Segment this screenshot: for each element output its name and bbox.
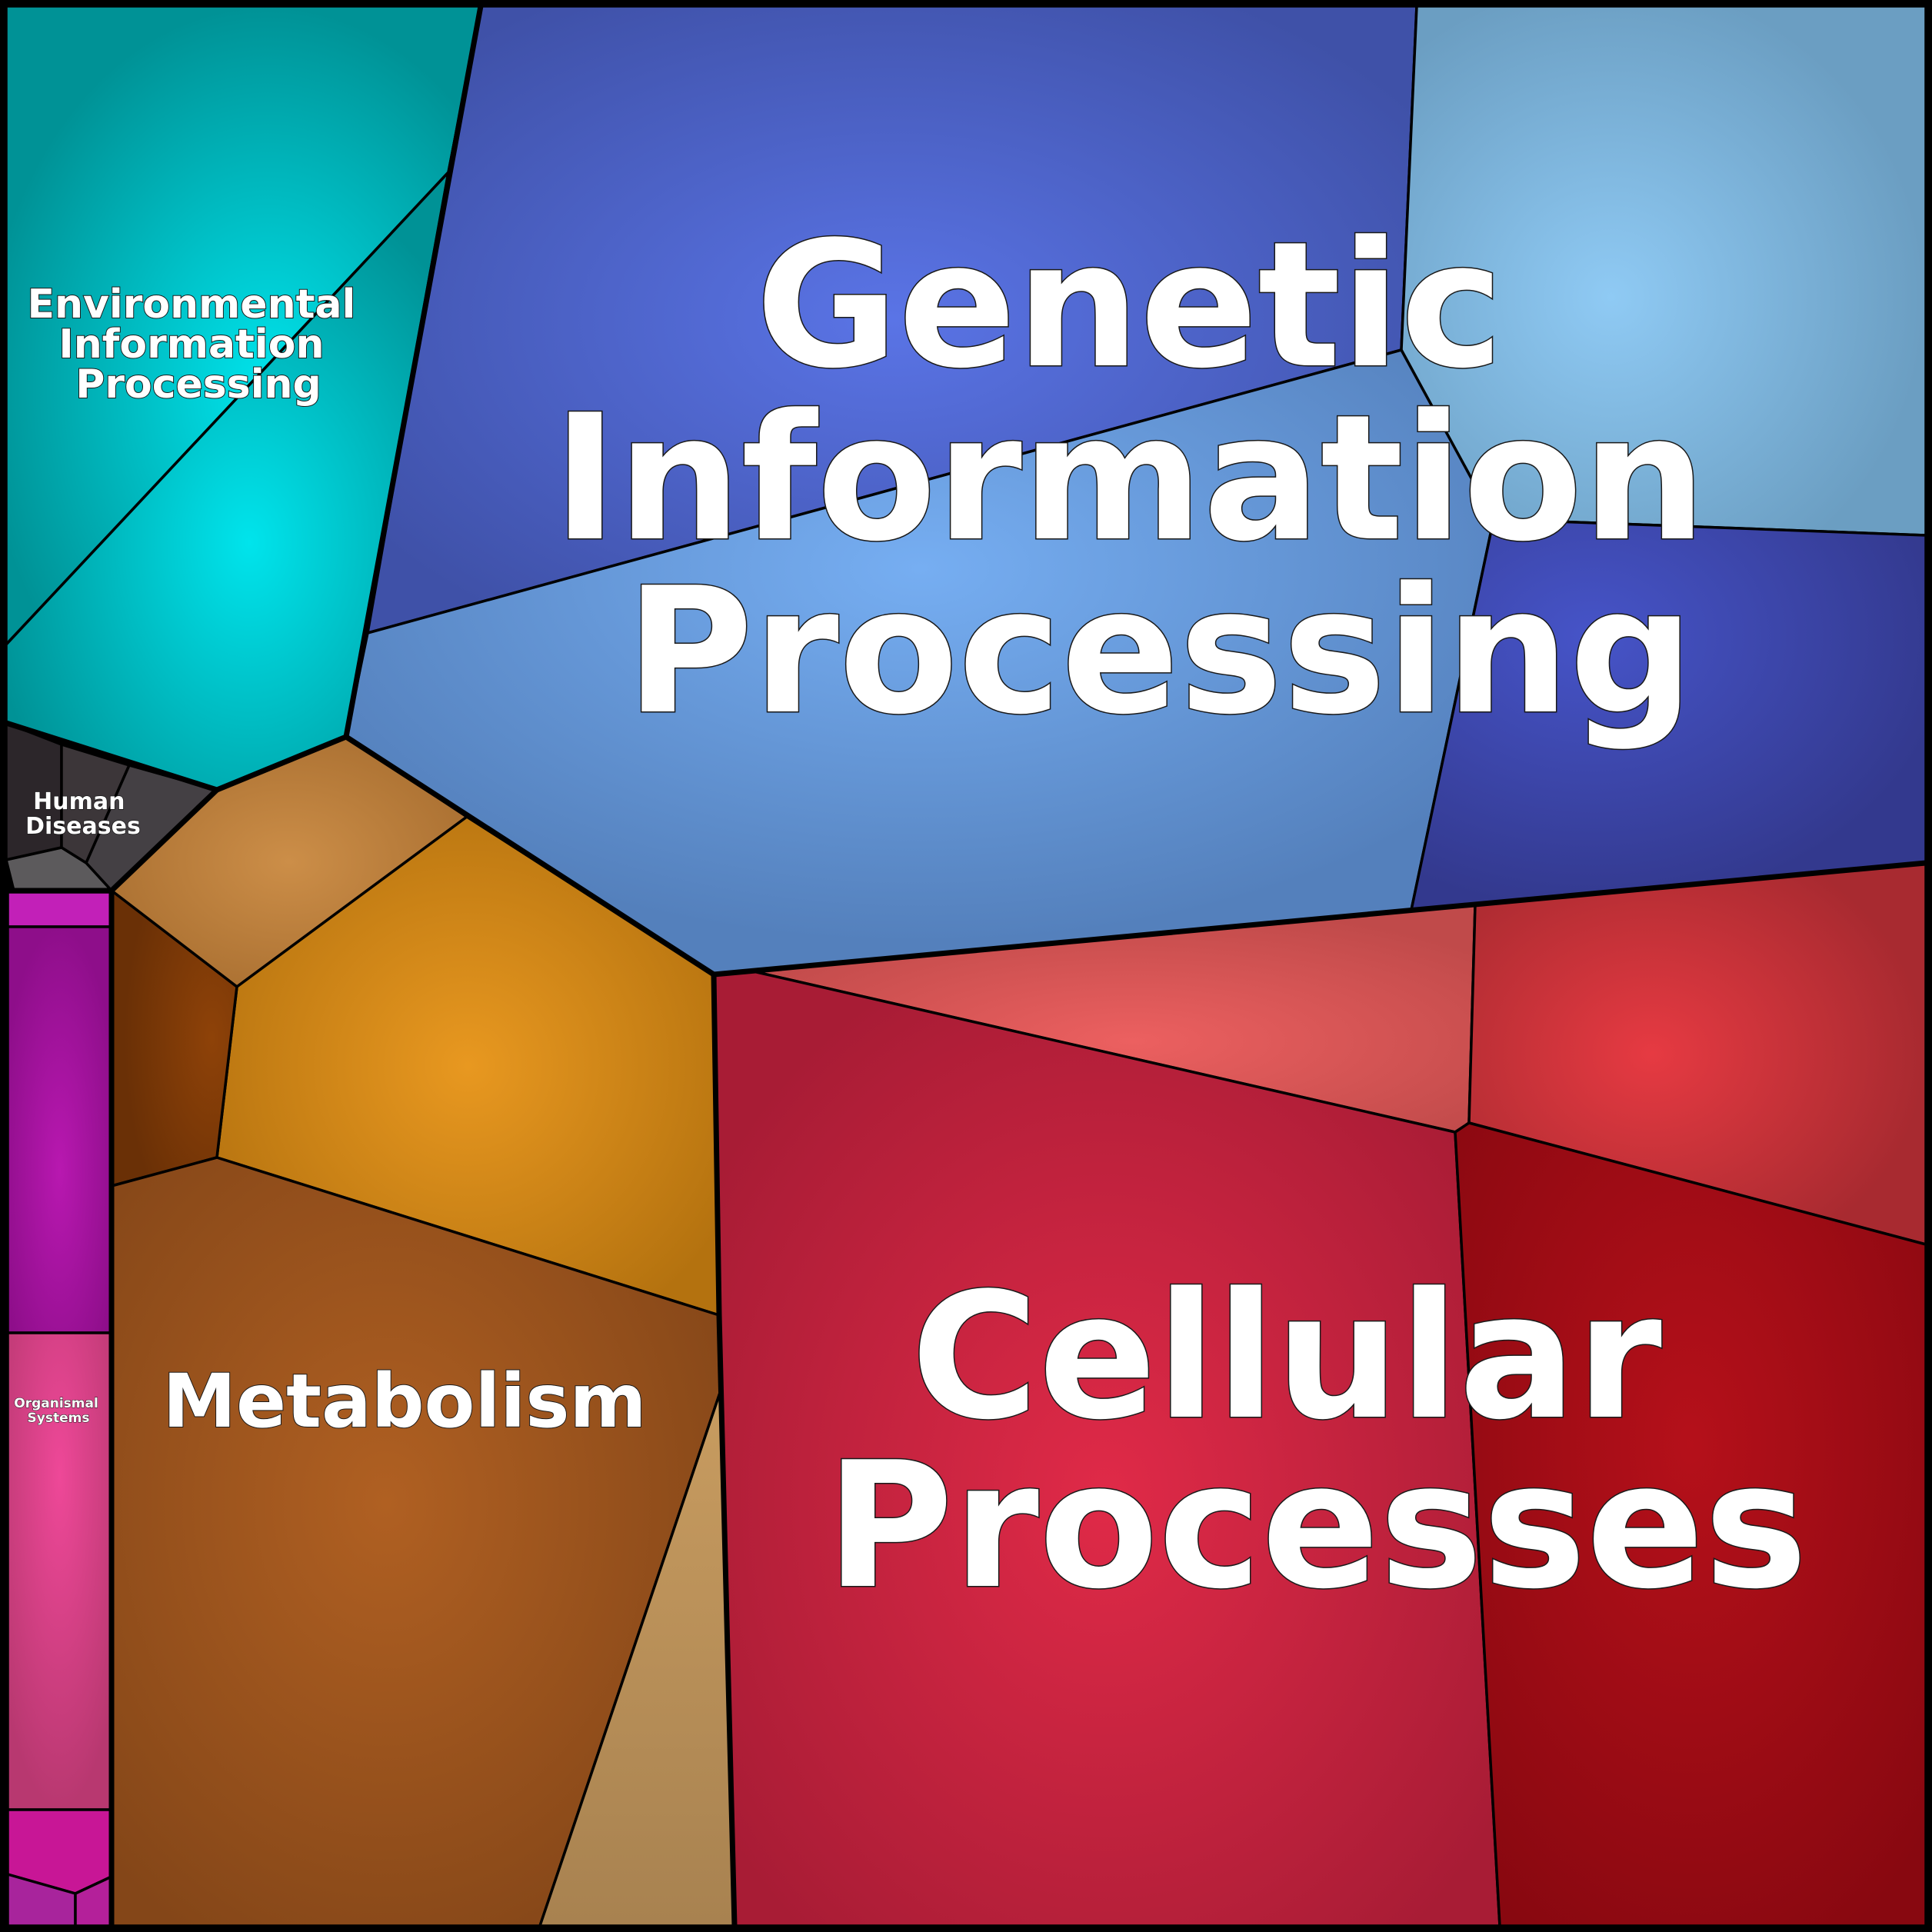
- human-diseases-label-line-2: Diseases: [25, 813, 141, 840]
- environmental-label-line-3: Processing: [75, 361, 321, 408]
- organismal-label-line-1: Organismal: [14, 1396, 98, 1411]
- metabolism-label: Metabolism: [163, 1358, 647, 1444]
- organismal-cell-1: [6, 891, 113, 928]
- organismal-label: Organismal Systems: [14, 1396, 102, 1426]
- environmental-label-line-1: Environmental: [27, 281, 355, 328]
- organismal-cell-2: [6, 925, 113, 1334]
- human-diseases-label-line-1: Human: [33, 788, 125, 815]
- genetic-label-line-3: Processing: [626, 551, 1694, 753]
- genetic-label: Genetic Information Processing: [553, 205, 1767, 753]
- organismal-label-line-2: Systems: [28, 1411, 90, 1426]
- metabolism-label-line-1: Metabolism: [163, 1358, 647, 1444]
- environmental-label-line-2: Information: [58, 321, 324, 368]
- cellular-label-line-1: Cellular: [911, 1256, 1661, 1458]
- genetic-label-line-2: Information: [553, 378, 1707, 580]
- genetic-label-line-1: Genetic: [755, 205, 1503, 407]
- cellular-label: Cellular Processes: [826, 1256, 1807, 1627]
- human-diseases-cell-4: [5, 846, 113, 892]
- human-diseases-label: Human Diseases: [25, 788, 141, 840]
- metabolism-cellular-border: [711, 974, 738, 1927]
- environmental-label: Environmental Information Processing: [27, 281, 369, 408]
- environmental-border: [5, 5, 484, 793]
- cellular-label-line-2: Processes: [826, 1425, 1807, 1627]
